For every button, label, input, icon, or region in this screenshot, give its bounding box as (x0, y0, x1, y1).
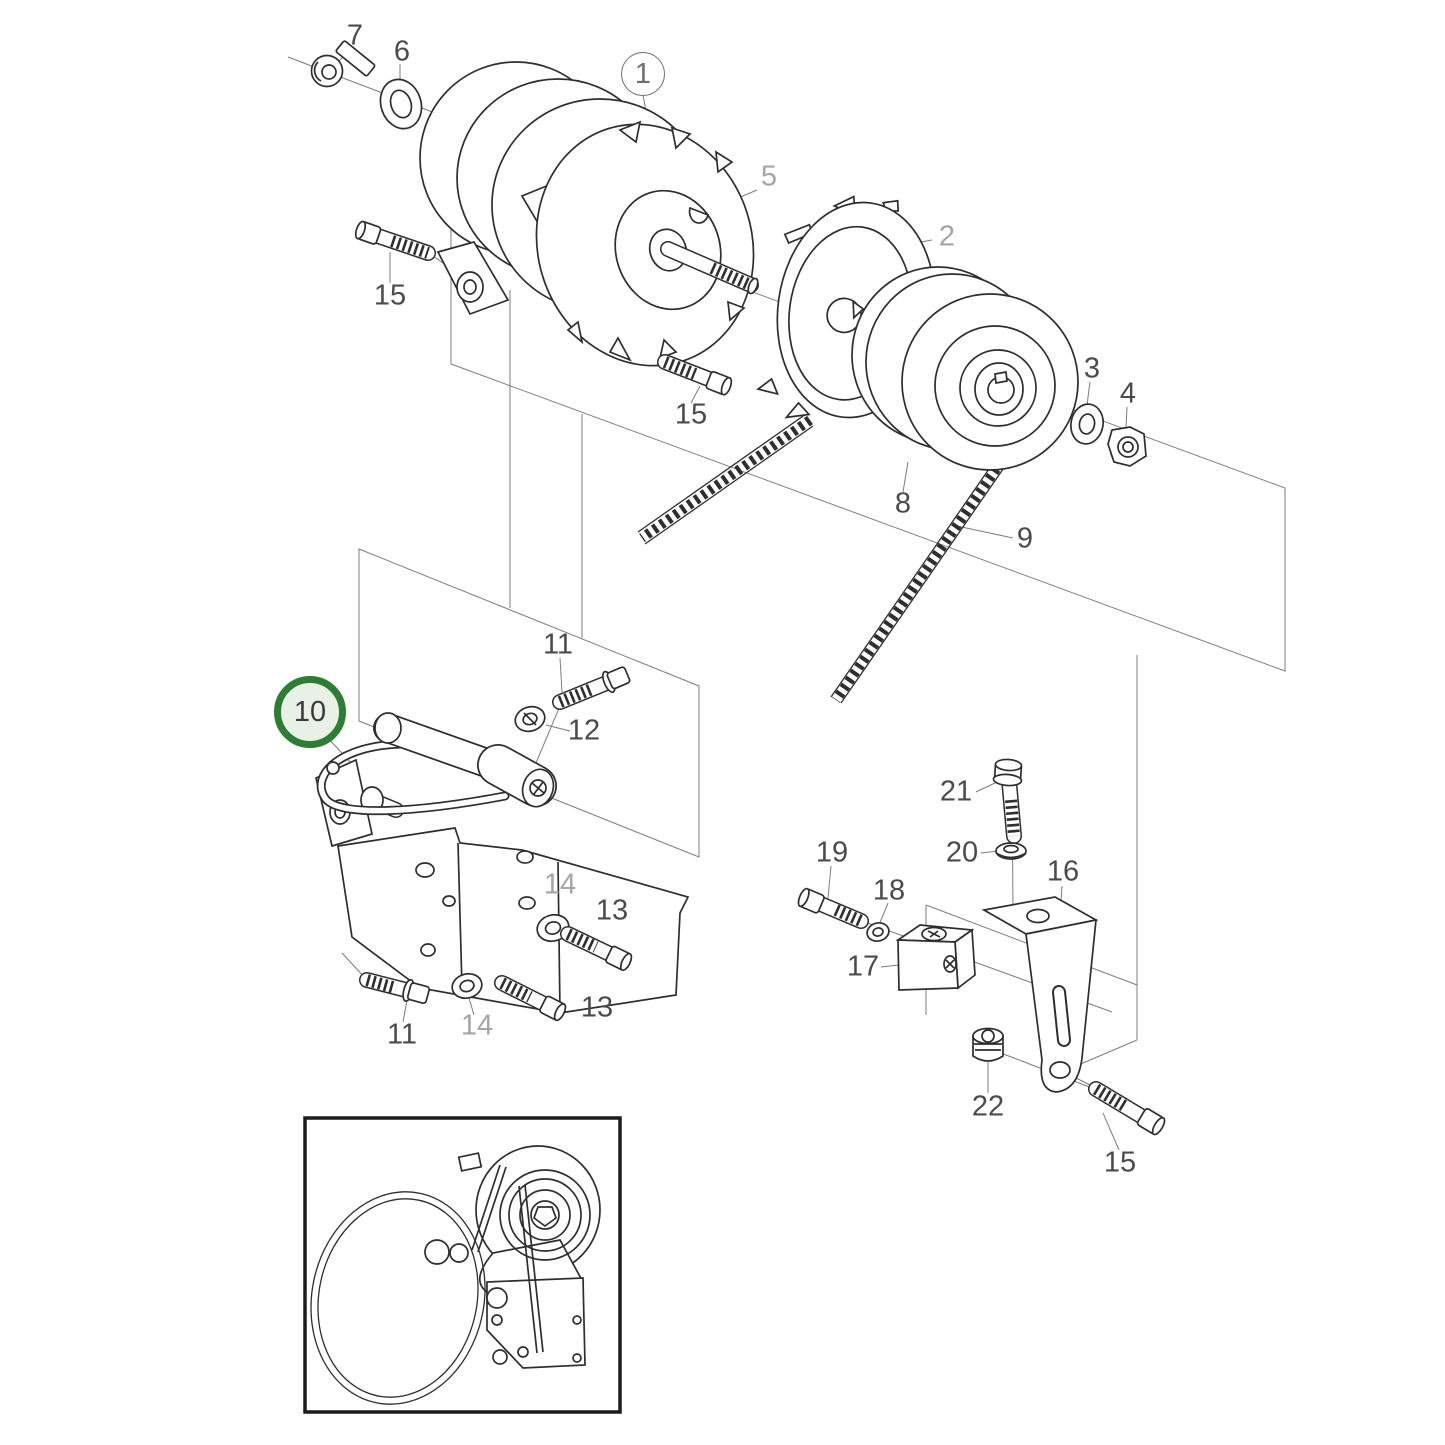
washer-14-lower (451, 972, 483, 1000)
alternator (419, 61, 759, 367)
part-callout-11: 11 (542, 628, 574, 661)
alternator-lower-lug (436, 241, 510, 316)
bolt-15-upper-left (354, 220, 436, 261)
terminal-6 (335, 40, 423, 130)
part-callout-15: 15 (674, 398, 708, 431)
mounting-bracket (315, 712, 690, 1014)
bolt-15-bottom-right (1088, 1081, 1166, 1136)
part-callout-17: 17 (846, 950, 880, 983)
washer-18 (866, 922, 890, 942)
part-callout-12: 12 (567, 714, 601, 747)
part-callout-14: 14 (543, 868, 577, 901)
shaft (660, 241, 759, 295)
part-callout-13: 13 (580, 991, 614, 1024)
cooling-fins (566, 120, 746, 362)
part-callout-4: 4 (1119, 377, 1137, 410)
part-callout-15: 15 (373, 279, 407, 312)
part-callout-11: 11 (386, 1018, 418, 1051)
bolt-19 (797, 887, 869, 929)
part-callout-21: 21 (939, 775, 973, 808)
part-callout-20: 20 (945, 836, 979, 869)
part-callout-8: 8 (894, 487, 912, 520)
adjuster-bracket-16 (981, 896, 1099, 1093)
inset-thumbnail (303, 1116, 622, 1414)
part-callout-10[interactable]: 10 (274, 676, 346, 748)
part-callout-3: 3 (1083, 352, 1101, 385)
bolt-11-lower (359, 972, 431, 1004)
nut-22 (972, 1027, 1004, 1062)
part-callout-13: 13 (595, 894, 629, 927)
part-callout-19: 19 (815, 836, 849, 869)
pulley (851, 266, 1079, 471)
bolt-13-upper (560, 926, 633, 972)
square-nut-17 (895, 924, 976, 991)
bolt-11-upper (552, 666, 631, 710)
nut-4 (1107, 426, 1147, 467)
part-callout-18: 18 (872, 874, 906, 907)
part-callout-6: 6 (393, 35, 411, 68)
part-callout-7: 7 (346, 19, 364, 52)
part-callout-2: 2 (938, 220, 956, 253)
shaft-key (688, 206, 710, 224)
part-callout-14: 14 (460, 1009, 494, 1042)
part-callout-16: 16 (1046, 855, 1080, 888)
washer-12 (514, 705, 546, 733)
part-callout-9: 9 (1016, 522, 1034, 555)
part-callout-15: 15 (1103, 1146, 1137, 1179)
part-callout-22: 22 (971, 1090, 1005, 1123)
bolt-15-lower (657, 354, 733, 396)
nut-7 (310, 54, 344, 88)
part-callout-5: 5 (760, 160, 778, 193)
washer-3 (1070, 403, 1104, 445)
part-callout-1: 1 (621, 52, 665, 96)
bolt-21 (992, 758, 1023, 844)
washer-20 (995, 842, 1027, 860)
bolt-13-lower (494, 975, 567, 1022)
